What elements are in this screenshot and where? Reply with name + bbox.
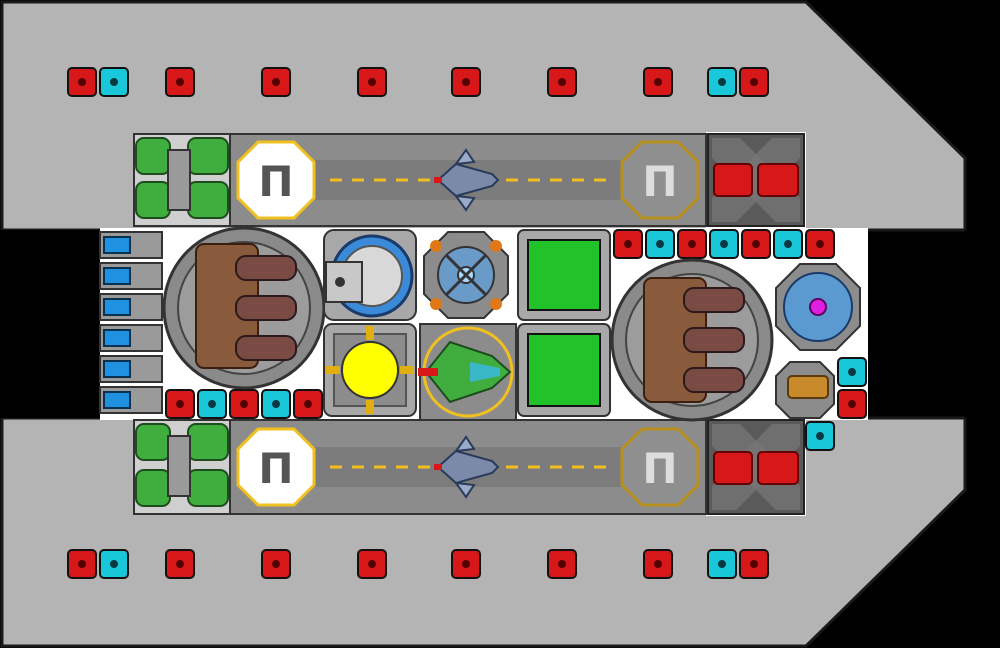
small-gun-turret[interactable]: [775, 361, 835, 419]
shield-generator-icon[interactable]: [775, 263, 861, 351]
thruster-icon[interactable]: [99, 324, 163, 352]
hangar-pad-left[interactable]: [236, 140, 316, 220]
thruster-icon[interactable]: [99, 231, 163, 259]
armor-block[interactable]: [67, 67, 97, 97]
fuel-tank-top[interactable]: [133, 133, 231, 227]
hangar-pad-right[interactable]: [620, 140, 700, 220]
armor-block[interactable]: [165, 67, 195, 97]
shield-block[interactable]: [645, 229, 675, 259]
command-ship-icon[interactable]: [418, 323, 517, 421]
sensor-dish-module[interactable]: [323, 229, 417, 321]
hull-cutout-left: [0, 230, 100, 418]
armor-block[interactable]: [677, 229, 707, 259]
hangar-pad-label: Π: [258, 157, 293, 206]
armor-block[interactable]: [261, 67, 291, 97]
armor-block[interactable]: [739, 549, 769, 579]
armor-block[interactable]: [357, 67, 387, 97]
cargo-container-icon[interactable]: [517, 229, 611, 321]
armor-block[interactable]: [741, 229, 771, 259]
armor-block[interactable]: [293, 389, 323, 419]
armor-block[interactable]: [261, 549, 291, 579]
shield-block[interactable]: [805, 421, 835, 451]
hangar-bottom[interactable]: Π Π: [229, 419, 707, 515]
shield-block[interactable]: [773, 229, 803, 259]
armor-block[interactable]: [451, 549, 481, 579]
armor-block[interactable]: [739, 67, 769, 97]
armor-block[interactable]: [643, 549, 673, 579]
missile-launcher-top[interactable]: [707, 133, 805, 227]
fighter-ship-icon[interactable]: [434, 148, 500, 212]
armor-block[interactable]: [451, 67, 481, 97]
thruster-icon[interactable]: [99, 293, 163, 321]
armor-block[interactable]: [165, 389, 195, 419]
shield-block[interactable]: [709, 229, 739, 259]
armor-block[interactable]: [643, 67, 673, 97]
shield-block[interactable]: [99, 549, 129, 579]
shield-block[interactable]: [707, 67, 737, 97]
navigation-module[interactable]: [420, 230, 512, 320]
reactor-core-icon[interactable]: [323, 323, 417, 417]
armor-block[interactable]: [805, 229, 835, 259]
shield-block[interactable]: [99, 67, 129, 97]
shield-block[interactable]: [261, 389, 291, 419]
triple-cannon-turret-left[interactable]: [162, 226, 326, 390]
thruster-bank: [99, 231, 163, 414]
shield-block[interactable]: [707, 549, 737, 579]
armor-row-top: [67, 67, 769, 97]
armor-block[interactable]: [357, 549, 387, 579]
armor-block[interactable]: [547, 67, 577, 97]
shield-block[interactable]: [197, 389, 227, 419]
thruster-icon[interactable]: [99, 386, 163, 414]
thruster-icon[interactable]: [99, 355, 163, 383]
armor-block[interactable]: [837, 389, 867, 419]
armor-block[interactable]: [229, 389, 259, 419]
hangar-pad-label-bottom: Π: [258, 444, 293, 493]
triple-cannon-turret-right[interactable]: [610, 258, 774, 422]
armor-row-mid-right: [613, 229, 835, 259]
cargo-container-icon[interactable]: [517, 323, 611, 417]
hull-right-bevel: [965, 230, 1000, 418]
armor-block[interactable]: [67, 549, 97, 579]
armor-turret-side: [805, 357, 867, 451]
hangar-pad-left-bottom[interactable]: [236, 427, 316, 507]
fighter-ship-icon[interactable]: [434, 435, 500, 499]
hangar-pad-label-right-bottom: Π: [642, 444, 677, 493]
missile-launcher-bottom[interactable]: [707, 419, 805, 515]
thruster-icon[interactable]: [99, 262, 163, 290]
armor-row-mid-left: [165, 389, 323, 419]
armor-block[interactable]: [165, 549, 195, 579]
fuel-tank-bottom[interactable]: [133, 419, 231, 515]
armor-block[interactable]: [547, 549, 577, 579]
armor-block[interactable]: [613, 229, 643, 259]
shield-block[interactable]: [837, 357, 867, 387]
hangar-pad-right-bottom[interactable]: [620, 427, 700, 507]
hangar-pad-label-right: Π: [642, 157, 677, 206]
armor-row-bottom: [67, 549, 769, 579]
hangar-top[interactable]: Π Π: [229, 133, 707, 227]
